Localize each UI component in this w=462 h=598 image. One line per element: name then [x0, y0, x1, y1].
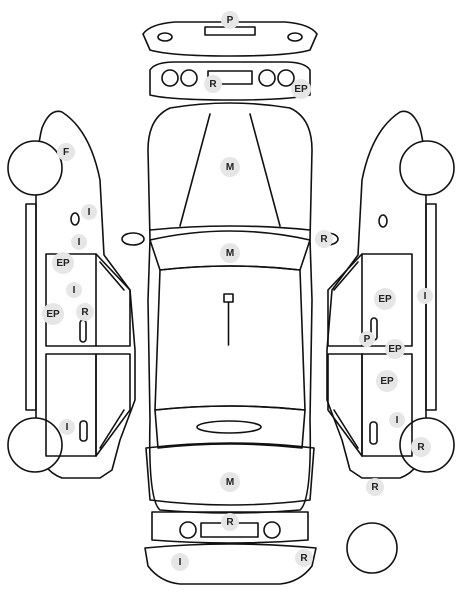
- marker-right-front-lower: I: [389, 412, 405, 428]
- marker-label: P: [364, 334, 371, 345]
- marker-right-front-door: EP: [376, 370, 398, 392]
- marker-right-mirror: R: [315, 230, 333, 248]
- marker-badge: [171, 553, 189, 571]
- marker-badge: [385, 339, 405, 359]
- spare-wheel: [346, 522, 398, 574]
- marker-label: R: [226, 517, 234, 528]
- front-grille-strip: [151, 511, 309, 544]
- car-body-top: [145, 102, 315, 514]
- marker-label: I: [88, 207, 91, 218]
- marker-left-front-door-lower: I: [66, 282, 82, 298]
- marker-badge: [59, 419, 75, 435]
- marker-label: I: [424, 291, 427, 302]
- marker-badge: [374, 288, 396, 310]
- marker-label: EP: [56, 258, 70, 269]
- marker-label: I: [78, 237, 81, 248]
- marker-hood: M: [220, 472, 240, 492]
- marker-label: EP: [378, 294, 392, 305]
- marker-right-front-fender: R: [366, 478, 384, 496]
- rear-light-strip: [149, 61, 311, 101]
- marker-label: M: [226, 162, 234, 173]
- right-side-view: [315, 110, 455, 479]
- marker-left-front-door-pocket: R: [76, 303, 94, 321]
- marker-rear-lights: R: [204, 75, 222, 93]
- marker-label: I: [396, 415, 399, 426]
- marker-label: P: [227, 15, 234, 26]
- marker-left-rear-wheel-area: I: [59, 419, 75, 435]
- marker-right-door-edge: EP: [385, 339, 405, 359]
- left-side-view: [7, 110, 145, 479]
- marker-right-rear-door: EP: [374, 288, 396, 310]
- marker-badge: [221, 11, 239, 29]
- marker-badge: [220, 157, 240, 177]
- marker-badge: [376, 370, 398, 392]
- marker-left-front-fender: F: [57, 143, 75, 161]
- marker-rear-right-light: EP: [291, 79, 311, 99]
- marker-label: M: [226, 248, 234, 259]
- marker-front-bumper-right: R: [295, 549, 313, 567]
- marker-badge: [66, 282, 82, 298]
- marker-badge: [359, 331, 375, 347]
- marker-label: R: [300, 553, 308, 564]
- marker-badge: [295, 549, 313, 567]
- marker-badge: [417, 288, 433, 304]
- marker-label: I: [73, 285, 76, 296]
- marker-badge: [81, 204, 97, 220]
- marker-label: R: [81, 307, 89, 318]
- marker-label: R: [417, 442, 425, 453]
- marker-left-front-door-handle: I: [81, 204, 97, 220]
- marker-front-bumper-left: I: [171, 553, 189, 571]
- marker-label: EP: [380, 376, 394, 387]
- marker-badge: [204, 75, 222, 93]
- marker-label: R: [320, 234, 328, 245]
- marker-right-door-handle: P: [359, 331, 375, 347]
- marker-label: I: [66, 422, 69, 433]
- marker-badge: [411, 437, 431, 457]
- marker-left-front-door-upper: I: [71, 234, 87, 250]
- marker-badge: [42, 303, 64, 325]
- marker-rear-bumper-top: P: [221, 11, 239, 29]
- marker-label: EP: [388, 344, 402, 355]
- marker-badge: [221, 513, 239, 531]
- marker-right-front-wheel: R: [411, 437, 431, 457]
- marker-left-rocker: EP: [42, 303, 64, 325]
- marker-badge: [52, 252, 74, 274]
- marker-badge: [315, 230, 333, 248]
- marker-badge: [57, 143, 75, 161]
- marker-badge: [366, 478, 384, 496]
- marker-badge: [220, 243, 240, 263]
- marker-left-front-door-panel: EP: [52, 252, 74, 274]
- marker-badge: [220, 472, 240, 492]
- marker-right-side-panel: I: [417, 288, 433, 304]
- marker-rear-windshield: M: [220, 243, 240, 263]
- marker-badge: [291, 79, 311, 99]
- marker-badge: [76, 303, 94, 321]
- marker-badge: [71, 234, 87, 250]
- marker-label: EP: [294, 84, 308, 95]
- marker-label: I: [179, 557, 182, 568]
- marker-label: F: [63, 147, 69, 158]
- marker-label: R: [209, 79, 217, 90]
- marker-front-bumper-grille: R: [221, 513, 239, 531]
- marker-trunk-lid: M: [220, 157, 240, 177]
- marker-badge: [389, 412, 405, 428]
- front-bumper: [144, 543, 317, 585]
- marker-label: EP: [46, 309, 60, 320]
- marker-label: R: [371, 482, 379, 493]
- marker-label: M: [226, 477, 234, 488]
